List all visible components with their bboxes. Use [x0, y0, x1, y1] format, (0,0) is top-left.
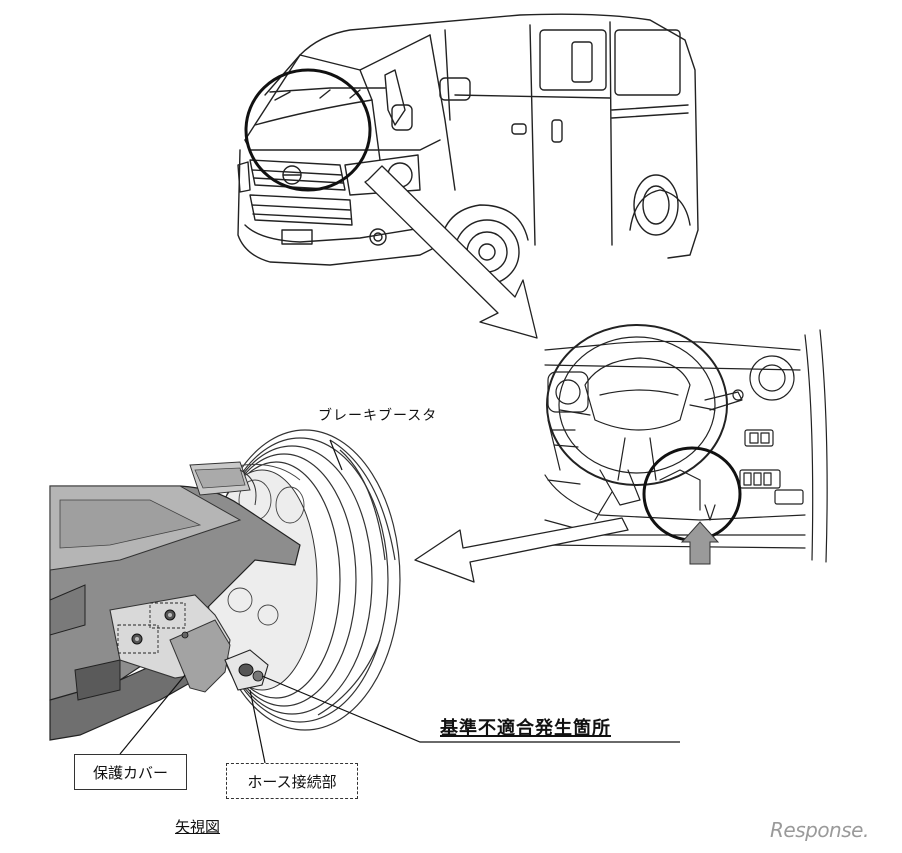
- hose-connection-text: ホース接続部: [247, 772, 337, 791]
- brake-booster-label: ブレーキブースタ: [318, 408, 438, 424]
- callout-arrow-to-detail: [414, 517, 629, 583]
- up-arrow-icon: [680, 521, 720, 565]
- dashboard-illustration: [544, 324, 828, 563]
- arrow-view-label: 矢視図: [175, 818, 221, 836]
- van-highlight-circle: [244, 68, 372, 192]
- response-watermark: Response.: [770, 818, 869, 842]
- protection-cover-text: 保護カバー: [92, 763, 168, 782]
- nonconformity-location-label: 基準不適合発生箇所: [440, 718, 611, 739]
- van-illustration: [237, 13, 699, 285]
- leader-lines: [119, 439, 680, 764]
- callout-arrow-to-dashboard: [364, 165, 538, 339]
- protection-cover-label: 保護カバー: [74, 754, 187, 790]
- hose-connection-label: ホース接続部: [226, 763, 358, 799]
- dashboard-highlight-circle: [642, 446, 742, 542]
- brake-booster-detail: [49, 429, 401, 741]
